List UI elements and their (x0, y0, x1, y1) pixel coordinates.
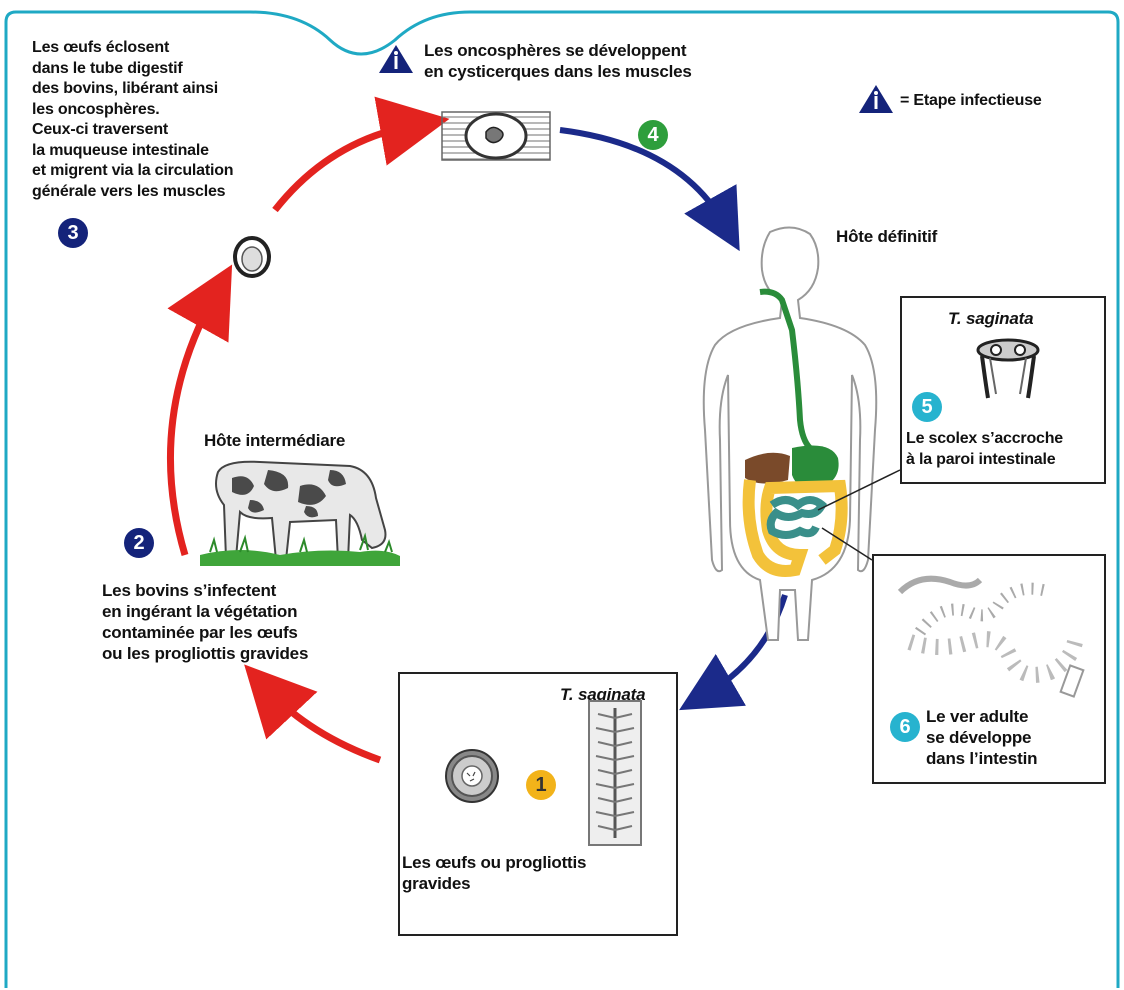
adult-tapeworm-icon (897, 575, 1085, 698)
callout-line-6 (821, 527, 873, 561)
step-2-badge: 2 (124, 528, 154, 558)
step-2-text: Les bovins s’infectent en ingérant la vé… (102, 581, 309, 663)
step-5-box: T. saginata 5 Le scolex s’accroche à la … (900, 296, 1106, 484)
step-5-box-title: T. saginata (948, 309, 1034, 328)
step-3-badge: 3 (58, 218, 88, 248)
step-6-text: Le ver adulte se développe dans l’intest… (926, 707, 1038, 768)
arrow-4-to-host (559, 127, 740, 252)
step-5-text: Le scolex s’accroche à la paroi intestin… (906, 430, 1063, 468)
step-3-text: Les œufs éclosent dans le tube digestif … (32, 39, 234, 200)
step-4-badge: 4 (638, 120, 668, 150)
step-5-badge: 5 (912, 392, 942, 422)
oncosphere-egg-icon (233, 236, 271, 278)
infectious-step-icon-4 (379, 45, 413, 73)
step-1-box: T. saginata 1 Les œufs ou progliottis gr… (398, 672, 678, 936)
legend-label: = Etape infectieuse (900, 92, 1042, 109)
step-1-text: Les œufs ou progliottis gravides (402, 853, 587, 893)
step-1-badge: 1 (526, 770, 556, 800)
infectious-step-icon (859, 85, 893, 113)
arrow-2-to-3 (166, 264, 233, 556)
human-silhouette-icon (702, 226, 878, 641)
step-4-text: Les oncosphères se développent en cystic… (424, 41, 692, 81)
step-6-badge: 6 (890, 712, 920, 742)
cysticercus-in-muscle-icon (441, 111, 551, 161)
intermediate-host-label: Hôte intermédiare (204, 431, 346, 450)
proglottid-icon (588, 700, 642, 846)
step-1-box-title: T. saginata (560, 685, 646, 704)
scolex-icon (976, 338, 1040, 399)
arrow-3-to-4 (272, 96, 450, 213)
egg-icon (445, 749, 499, 803)
callout-line-5 (817, 469, 901, 511)
arrow-1-to-2 (244, 664, 382, 764)
definitive-host-label: Hôte définitif (836, 227, 938, 246)
grazing-cow-icon (200, 460, 400, 566)
step-6-box: 6 Le ver adulte se développe dans l’inte… (872, 554, 1106, 784)
frame-border (4, 10, 1120, 988)
